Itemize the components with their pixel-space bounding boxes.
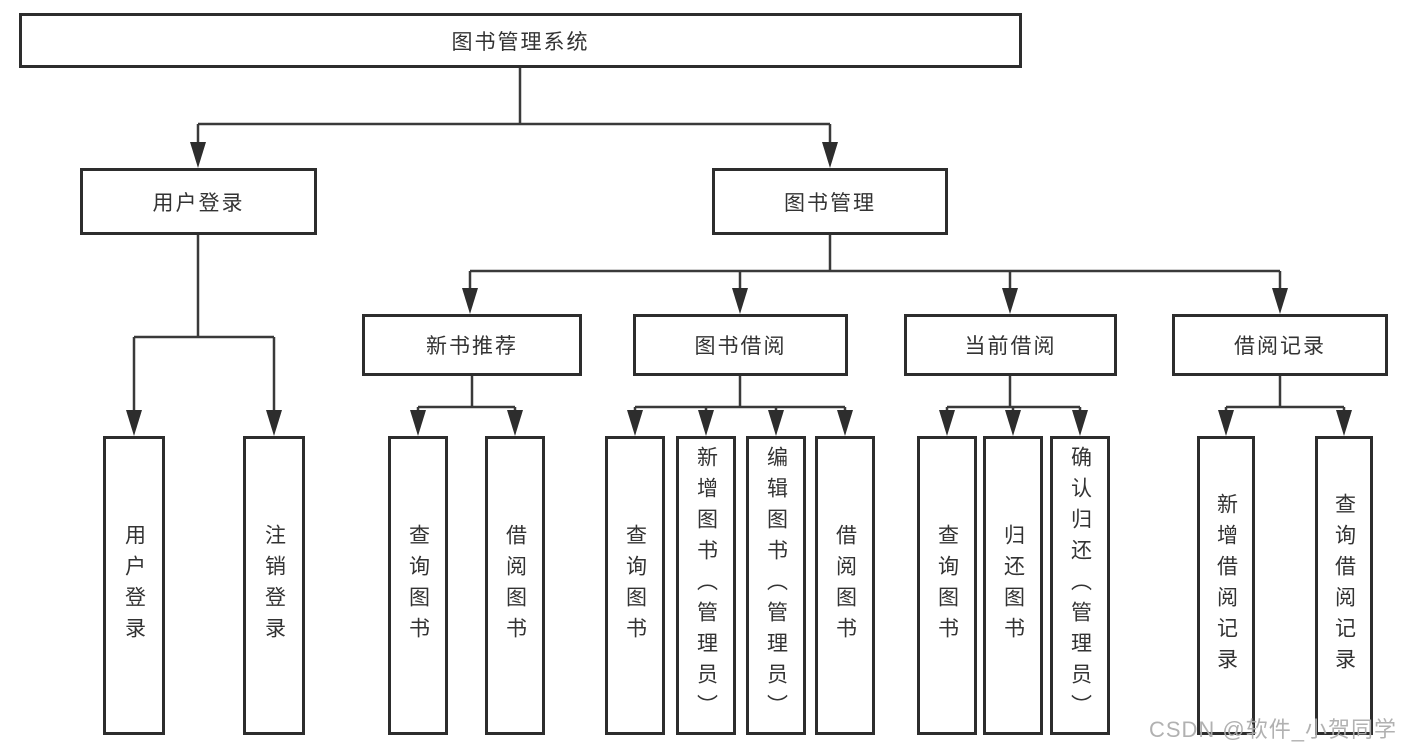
node-book-mgmt-label: 图书管理 [784, 191, 876, 215]
leaf-current-query-label: 查询图书 [935, 523, 959, 648]
connector-current-borrow-to-children [945, 376, 1082, 414]
node-new-books: 新书推荐 [362, 314, 582, 376]
leaf-borrow-edit-admin: 编辑图书（管理员） [746, 436, 806, 735]
arrow-to-cb-confirm [1072, 410, 1088, 436]
arrow-to-bb-add [698, 410, 714, 436]
node-book-borrow-label: 图书借阅 [694, 335, 787, 358]
connector-new-books-to-children [416, 376, 517, 414]
leaf-current-return-label: 归还图书 [1001, 523, 1025, 648]
leaf-borrow-add-admin-label: 新增图书（管理员） [694, 446, 718, 725]
arrow-to-borrow-records [1272, 288, 1288, 314]
connector-book-mgmt-to-children [468, 235, 1282, 292]
csdn-watermark: CSDN @软件_小贺同学 [1148, 717, 1397, 742]
leaf-records-query: 查询借阅记录 [1315, 436, 1373, 735]
leaf-borrow-borrow-label: 借阅图书 [833, 523, 857, 648]
leaf-user-login-label: 用户登录 [122, 523, 146, 648]
arrow-to-user-login [190, 142, 206, 168]
leaf-current-confirm-admin-label: 确认归还（管理员） [1068, 446, 1092, 725]
leaf-borrow-query: 查询图书 [605, 436, 665, 735]
arrow-to-ul-logout [266, 410, 282, 436]
connector-borrow-records-to-children [1224, 376, 1346, 414]
node-borrow-records: 借阅记录 [1172, 314, 1388, 376]
leaf-current-confirm-admin: 确认归还（管理员） [1050, 436, 1110, 735]
arrow-to-current-borrow [1002, 288, 1018, 314]
node-current-borrow: 当前借阅 [904, 314, 1117, 376]
node-root-label: 图书管理系统 [451, 30, 590, 54]
node-new-books-label: 新书推荐 [426, 335, 518, 358]
arrow-to-nb-borrow [507, 410, 523, 436]
leaf-borrow-add-admin: 新增图书（管理员） [676, 436, 736, 735]
node-borrow-records-label: 借阅记录 [1234, 335, 1326, 358]
arrow-to-ul-login [126, 410, 142, 436]
connector-root-to-level2 [196, 68, 832, 146]
leaf-current-query: 查询图书 [917, 436, 977, 735]
arrow-to-cb-return [1005, 410, 1021, 436]
leaf-borrow-edit-admin-label: 编辑图书（管理员） [764, 446, 788, 725]
arrow-to-br-query [1336, 410, 1352, 436]
leaf-logout-label: 注销登录 [262, 523, 286, 648]
arrow-to-book-mgmt [822, 142, 838, 168]
arrow-to-new-books [462, 288, 478, 314]
node-book-mgmt: 图书管理 [712, 168, 948, 235]
leaf-newbooks-borrow: 借阅图书 [485, 436, 545, 735]
connector-book-borrow-to-children [633, 376, 847, 414]
leaf-current-return: 归还图书 [983, 436, 1043, 735]
node-current-borrow-label: 当前借阅 [964, 335, 1057, 358]
arrow-to-cb-query [939, 410, 955, 436]
leaf-newbooks-query: 查询图书 [388, 436, 448, 735]
arrow-to-nb-query [410, 410, 426, 436]
arrow-to-bb-borrow [837, 410, 853, 436]
node-user-login-label: 用户登录 [152, 191, 245, 215]
leaf-records-query-label: 查询借阅记录 [1332, 492, 1356, 679]
node-root: 图书管理系统 [19, 13, 1022, 68]
leaf-newbooks-query-label: 查询图书 [406, 523, 430, 648]
arrow-to-bb-edit [768, 410, 784, 436]
arrow-to-book-borrow [732, 288, 748, 314]
node-book-borrow: 图书借阅 [633, 314, 848, 376]
connector-user-login-to-children [132, 235, 276, 414]
leaf-newbooks-borrow-label: 借阅图书 [503, 523, 527, 648]
leaf-borrow-query-label: 查询图书 [623, 523, 647, 648]
leaf-records-add: 新增借阅记录 [1197, 436, 1255, 735]
leaf-borrow-borrow: 借阅图书 [815, 436, 875, 735]
leaf-user-login: 用户登录 [103, 436, 165, 735]
arrow-to-br-add [1218, 410, 1234, 436]
leaf-records-add-label: 新增借阅记录 [1214, 492, 1238, 679]
leaf-logout: 注销登录 [243, 436, 305, 735]
arrow-to-bb-query [627, 410, 643, 436]
node-user-login: 用户登录 [80, 168, 317, 235]
